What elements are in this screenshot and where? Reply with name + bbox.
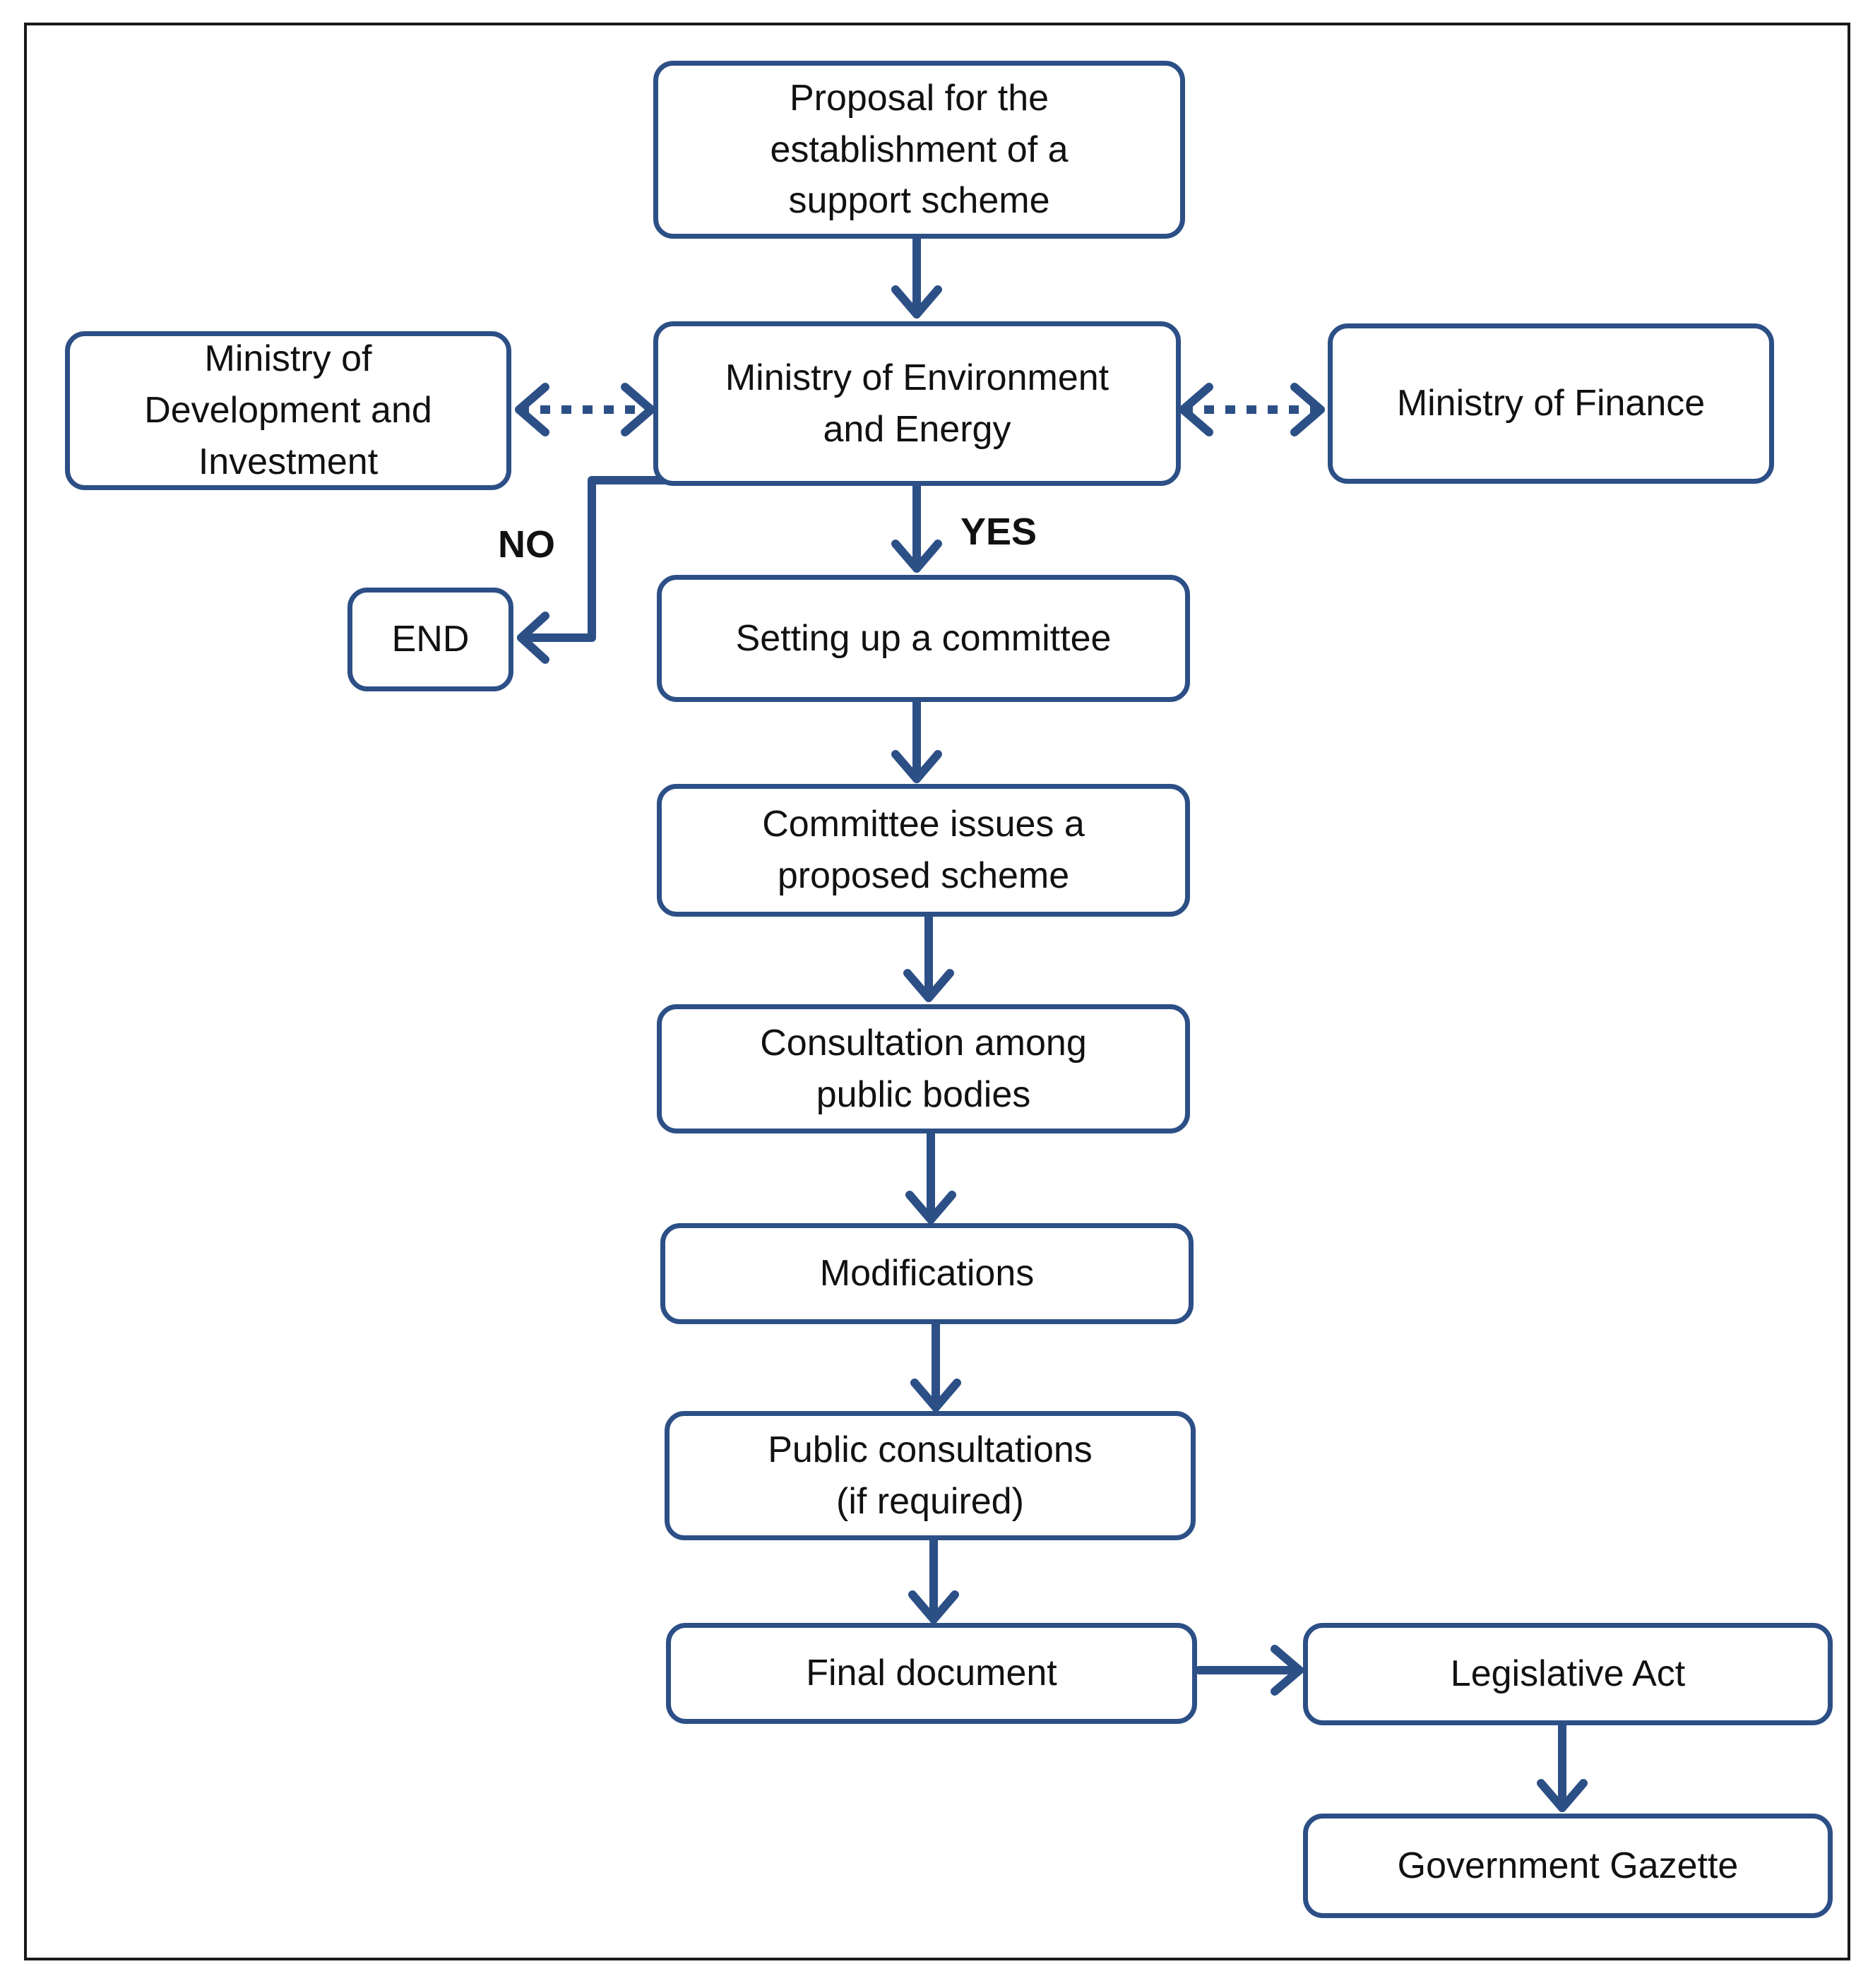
edge-label-no: NO — [498, 523, 555, 566]
arrowhead-ministry-fin — [1290, 383, 1325, 436]
node-end-label: END — [391, 619, 470, 660]
node-modifications-label: Modifications — [819, 1253, 1035, 1294]
arrowhead-committee — [891, 540, 942, 573]
arrowhead-ministry-env — [891, 285, 942, 319]
node-legislative-act: Legislative Act — [1303, 1623, 1833, 1725]
edge-label-yes: YES — [960, 511, 1037, 553]
node-committee-label: Setting up a committee — [735, 617, 1112, 659]
node-ministry-development-label: Ministry of Development and Investment — [144, 338, 432, 482]
node-ministry-environment-label: Ministry of Environment and Energy — [725, 357, 1110, 450]
node-proposal-label: Proposal for the establishment of a supp… — [770, 77, 1069, 222]
node-final-document-label: Final document — [806, 1653, 1057, 1694]
node-ministry-development: Ministry of Development and Investment — [65, 331, 511, 490]
arrowhead-end — [517, 612, 549, 664]
arrowhead-public — [910, 1379, 961, 1412]
arrowhead-ministry-env-left — [621, 383, 655, 436]
edge-ministry-env-to-end — [517, 476, 674, 642]
arrowhead-proposed — [891, 750, 942, 783]
node-modifications: Modifications — [660, 1223, 1194, 1324]
node-proposed-scheme: Committee issues a proposed scheme — [657, 784, 1190, 917]
node-government-gazette: Government Gazette — [1303, 1814, 1833, 1918]
node-committee: Setting up a committee — [657, 575, 1190, 702]
arrowhead-consultation — [903, 969, 954, 1002]
node-ministry-finance-label: Ministry of Finance — [1396, 383, 1706, 424]
arrowhead-ministry-dev — [515, 383, 549, 436]
arrowhead-legislative — [1271, 1645, 1304, 1696]
node-public-consultations: Public consultations (if required) — [665, 1411, 1196, 1540]
node-end: END — [347, 588, 513, 691]
node-consultation-public-bodies: Consultation among public bodies — [657, 1004, 1190, 1133]
node-ministry-environment: Ministry of Environment and Energy — [653, 321, 1181, 486]
node-proposal: Proposal for the establishment of a supp… — [653, 61, 1185, 239]
node-government-gazette-label: Government Gazette — [1397, 1845, 1739, 1886]
node-consultation-public-bodies-label: Consultation among public bodies — [760, 1022, 1087, 1115]
node-final-document: Final document — [666, 1623, 1197, 1724]
diagram-frame — [24, 23, 1850, 1960]
node-proposed-scheme-label: Committee issues a proposed scheme — [762, 804, 1085, 896]
arrowhead-final — [908, 1590, 959, 1624]
arrowhead-ministry-env-right — [1179, 383, 1213, 436]
node-legislative-act-label: Legislative Act — [1450, 1653, 1686, 1695]
arrowhead-gazette — [1537, 1779, 1588, 1812]
node-ministry-finance: Ministry of Finance — [1328, 323, 1774, 484]
arrowhead-modifications — [905, 1191, 956, 1224]
node-public-consultations-label: Public consultations (if required) — [768, 1429, 1093, 1522]
